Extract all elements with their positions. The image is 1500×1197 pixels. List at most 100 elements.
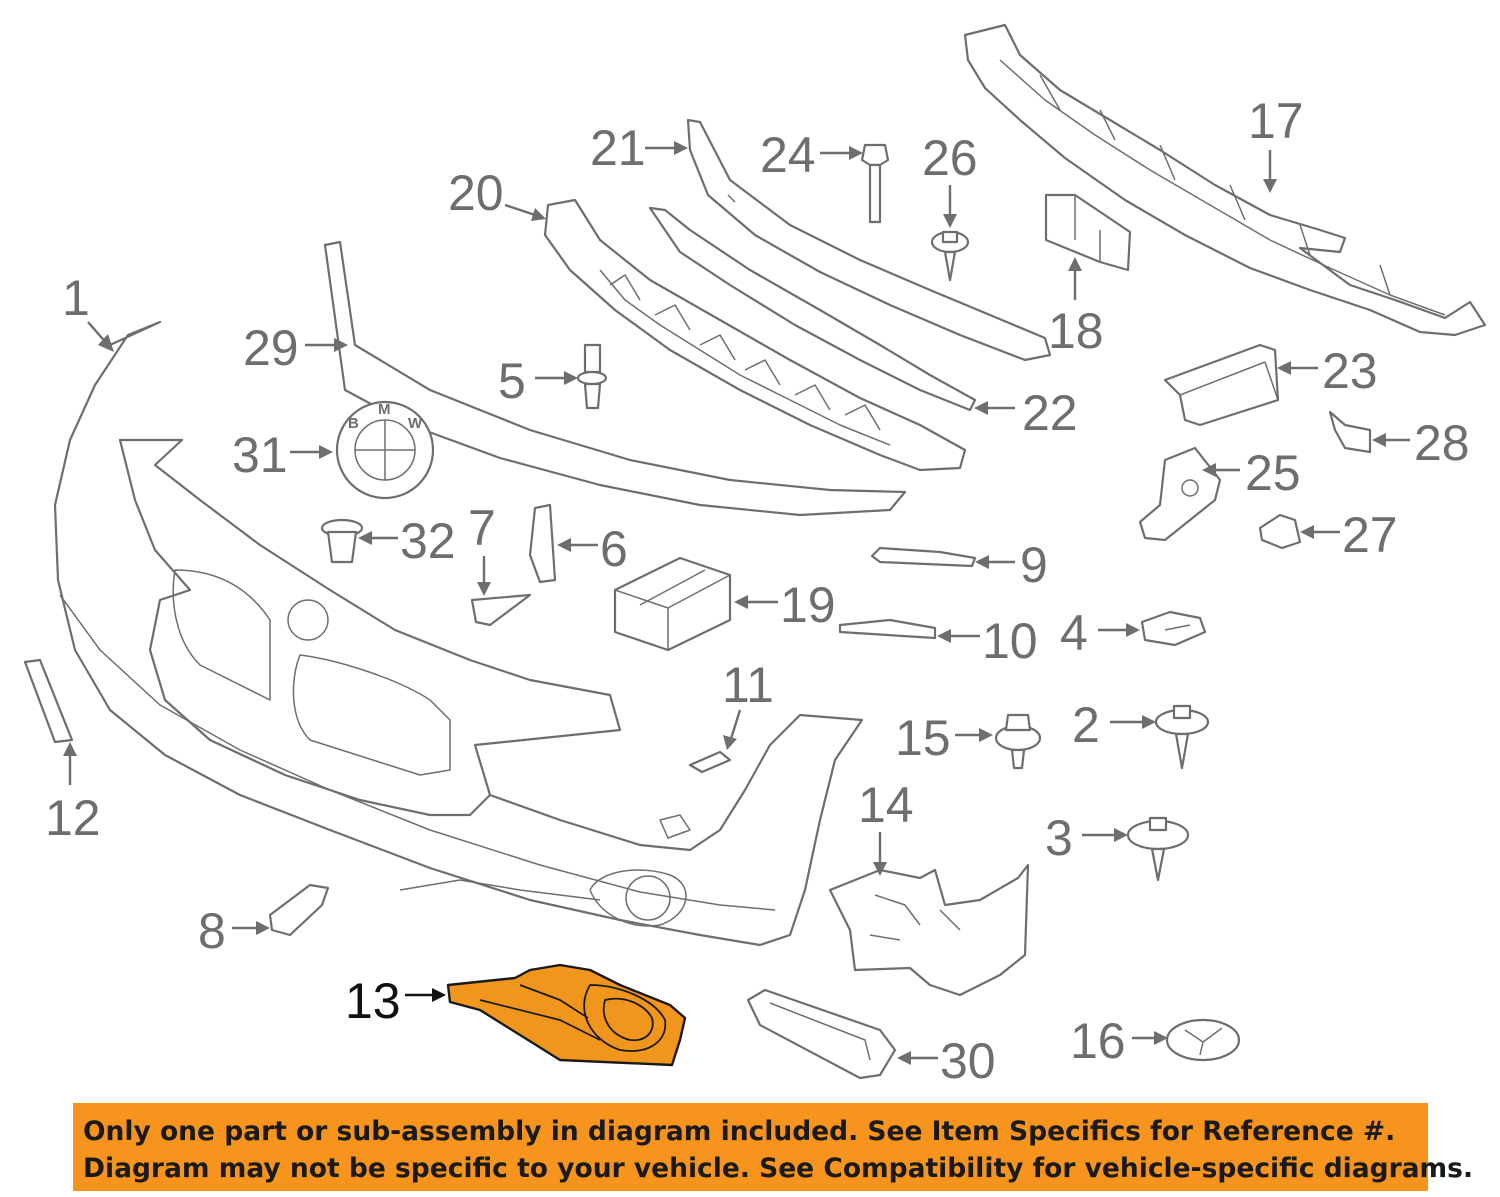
part-fog-lamp-grille-highlighted [446, 963, 687, 1067]
callout-label-28: 28 [1414, 415, 1470, 471]
callout-30: 30 [897, 1033, 996, 1089]
part-grille-insert [746, 988, 897, 1080]
part-bracket-23 [1163, 343, 1280, 427]
part-cap-27 [1258, 513, 1302, 550]
part-screw-3 [1126, 816, 1190, 882]
callout-8: 8 [198, 903, 270, 959]
callout-label-32: 32 [400, 513, 456, 569]
callout-label-5: 5 [498, 353, 526, 409]
callout-label-8: 8 [198, 903, 226, 959]
callout-label-15: 15 [895, 710, 951, 766]
callout-5: 5 [498, 353, 578, 409]
callout-label-6: 6 [600, 521, 628, 577]
callout-label-25: 25 [1245, 445, 1301, 501]
callout-label-20: 20 [448, 165, 504, 221]
callout-28: 28 [1372, 415, 1470, 471]
callout-9: 9 [975, 537, 1048, 593]
part-module [613, 556, 732, 652]
part-trim-10 [838, 618, 937, 640]
callout-label-13: 13 [345, 973, 401, 1029]
callout-24: 24 [760, 127, 863, 183]
part-absorber [543, 198, 967, 472]
part-air-duct [828, 863, 1030, 997]
emblem-letter-b: B [348, 415, 359, 432]
callout-label-29: 29 [243, 320, 299, 376]
part-rivet [576, 343, 608, 410]
callout-25: 25 [1202, 445, 1301, 501]
callout-22: 22 [974, 385, 1078, 441]
part-bolt-24 [860, 143, 890, 224]
callout-label-30: 30 [940, 1033, 996, 1089]
callout-23: 23 [1277, 343, 1378, 399]
part-upper-trim [686, 118, 1052, 362]
part-reflector [23, 658, 74, 744]
emblem-letter-m: M [378, 401, 391, 418]
callout-12: 12 [45, 742, 101, 846]
callout-label-23: 23 [1322, 343, 1378, 399]
callout-1: 1 [62, 270, 114, 352]
callout-27: 27 [1300, 507, 1398, 563]
callout-label-11: 11 [722, 657, 774, 713]
callout-label-12: 12 [45, 790, 101, 846]
callout-19: 19 [734, 577, 836, 633]
callout-label-31: 31 [232, 427, 288, 483]
callout-label-9: 9 [1020, 537, 1048, 593]
emblem-letter-w: W [408, 415, 423, 432]
callout-label-21: 21 [590, 120, 646, 176]
callout-11: 11 [722, 657, 774, 750]
part-trim-9 [870, 546, 977, 568]
callout-17: 17 [1248, 93, 1304, 193]
part-screw-26 [930, 230, 970, 282]
callout-26: 26 [922, 130, 978, 228]
callout-label-27: 27 [1342, 507, 1398, 563]
part-bolt-15 [994, 713, 1042, 770]
exploded-parts-diagram: B M W [23, 23, 1487, 1089]
callout-6: 6 [557, 521, 628, 577]
callout-14: 14 [858, 777, 914, 876]
callout-18: 18 [1048, 257, 1104, 359]
callout-label-17: 17 [1248, 93, 1304, 149]
part-grommet [320, 518, 364, 564]
part-clip [1140, 610, 1207, 647]
callout-label-2: 2 [1072, 697, 1100, 753]
callout-label-16: 16 [1070, 1013, 1126, 1069]
part-bracket-18 [1044, 193, 1132, 272]
part-bumper-cover [53, 320, 864, 947]
callout-label-10: 10 [982, 613, 1038, 669]
part-screw-2 [1154, 704, 1210, 770]
callout-label-4: 4 [1060, 605, 1088, 661]
callout-layer: 1 2 3 4 5 [45, 93, 1470, 1089]
callout-29: 29 [243, 320, 348, 376]
disclaimer-banner: Only one part or sub-assembly in diagram… [73, 1103, 1473, 1191]
callout-label-14: 14 [858, 777, 914, 833]
disclaimer-line-1: Only one part or sub-assembly in diagram… [83, 1116, 1396, 1147]
callout-3: 3 [1045, 810, 1128, 866]
callout-15: 15 [895, 710, 993, 766]
part-nut [1165, 1018, 1241, 1062]
callout-32: 32 [358, 513, 456, 569]
part-cap-11 [688, 750, 732, 774]
callout-10: 10 [937, 613, 1038, 669]
part-emblem: B M W [335, 400, 435, 500]
part-trim-strip-29 [323, 240, 907, 517]
callout-label-24: 24 [760, 127, 816, 183]
callout-label-18: 18 [1048, 303, 1104, 359]
callout-13: 13 [345, 973, 446, 1029]
part-bracket-7 [470, 593, 532, 627]
part-seal-strip [648, 206, 977, 412]
part-tow-hook-mount [1138, 446, 1222, 542]
callout-label-19: 19 [780, 577, 836, 633]
part-bracket-6 [528, 503, 557, 584]
callout-label-7: 7 [468, 500, 496, 556]
callout-7: 7 [468, 500, 496, 596]
callout-2: 2 [1072, 697, 1156, 753]
callout-label-3: 3 [1045, 810, 1073, 866]
part-reinforcement-bar [963, 23, 1487, 337]
part-bracket-28 [1328, 410, 1372, 454]
part-bracket-8 [268, 883, 330, 937]
callout-31: 31 [232, 427, 333, 483]
callout-label-22: 22 [1022, 385, 1078, 441]
callout-4: 4 [1060, 605, 1140, 661]
callout-20: 20 [448, 165, 546, 221]
